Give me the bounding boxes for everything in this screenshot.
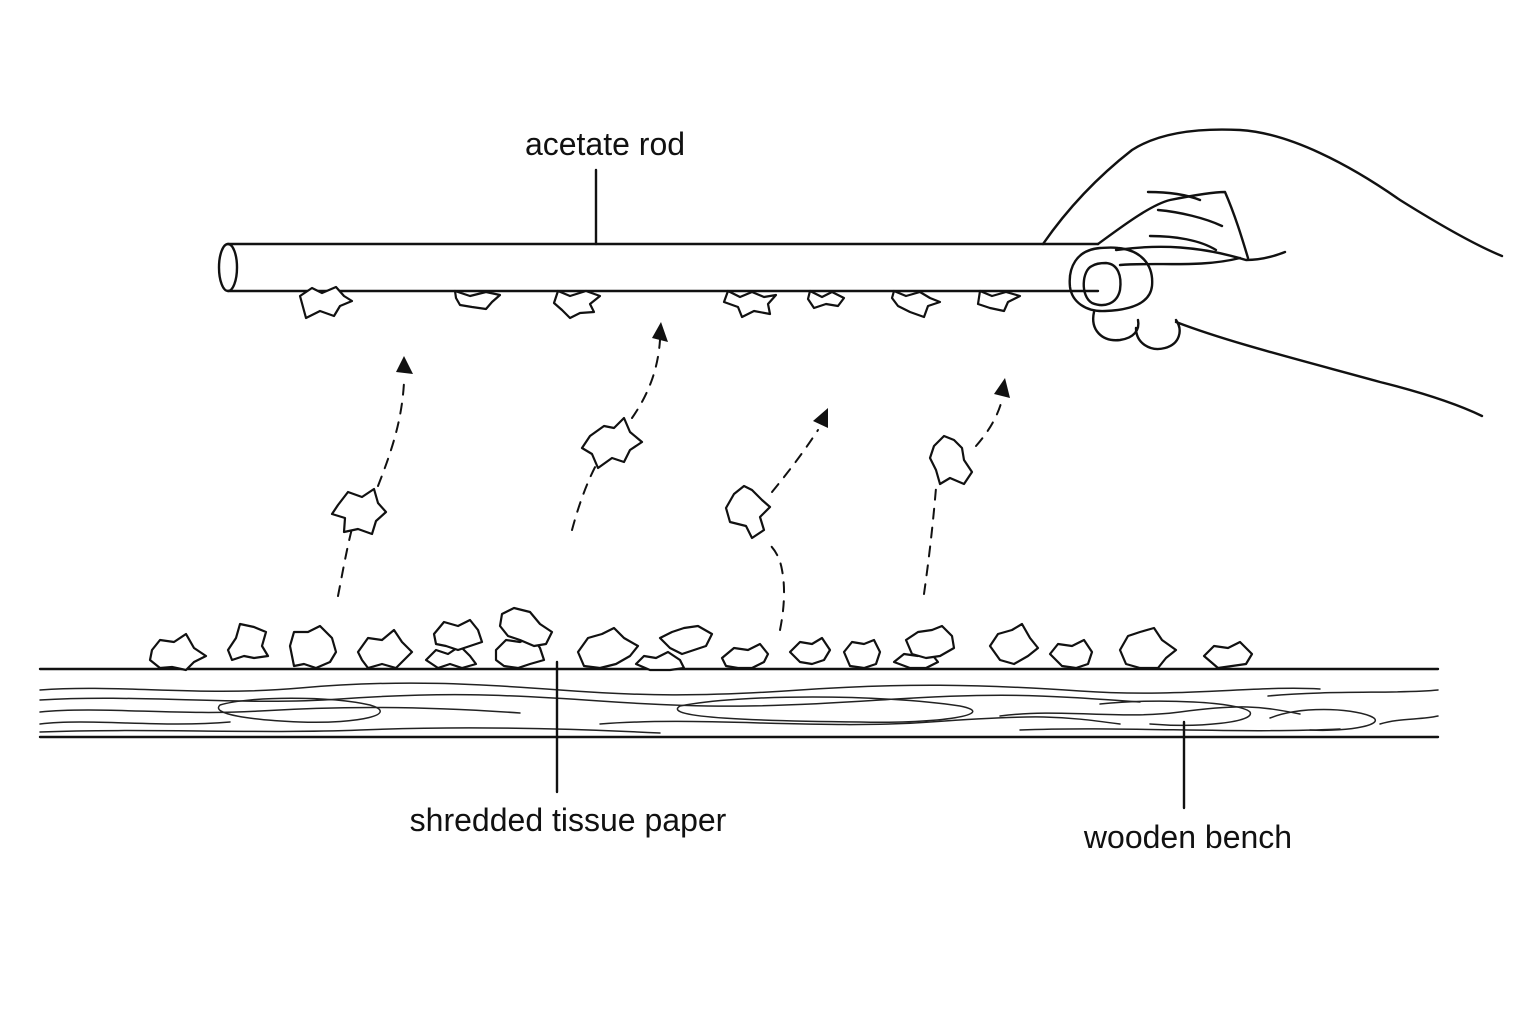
wooden-bench bbox=[38, 667, 1440, 739]
rod-scrap bbox=[552, 289, 602, 320]
arrow-head bbox=[652, 322, 668, 342]
tissue-scrap bbox=[988, 622, 1040, 666]
tissue-scrap bbox=[424, 644, 478, 670]
trajectory-2 bbox=[571, 322, 668, 531]
tissue-scrap bbox=[720, 642, 770, 670]
arrow-head bbox=[396, 356, 413, 374]
tissue-scrap bbox=[288, 624, 338, 670]
tissue-paper-pile bbox=[148, 606, 1254, 672]
bench-label: wooden bench bbox=[1083, 819, 1292, 855]
tissue-scrap-rising bbox=[724, 484, 772, 540]
tissue-scrap bbox=[498, 606, 554, 648]
tissue-scrap bbox=[634, 650, 686, 672]
wood-grain bbox=[39, 682, 1439, 734]
tissue-scrap-rising bbox=[330, 487, 388, 536]
tissue-scrap-rising bbox=[580, 416, 644, 470]
trajectory-3 bbox=[724, 408, 828, 631]
tissue-scrap bbox=[1048, 638, 1094, 670]
rod-end-cap bbox=[217, 242, 239, 293]
tissue-scrap bbox=[1202, 640, 1254, 670]
tissue-scrap bbox=[788, 636, 832, 666]
tissue-scrap bbox=[148, 632, 208, 672]
trajectory-1 bbox=[330, 356, 413, 597]
attraction-paths bbox=[330, 322, 1010, 631]
tissue-scrap bbox=[658, 624, 714, 656]
tissue-scrap bbox=[904, 624, 956, 660]
rod-scrap bbox=[453, 289, 502, 311]
tissue-scrap bbox=[356, 628, 414, 670]
rod-scrap bbox=[806, 289, 846, 310]
rod-scrap bbox=[298, 285, 354, 320]
tissue-scrap bbox=[1118, 626, 1178, 670]
rod-scrap bbox=[722, 289, 778, 319]
tissue-scrap bbox=[576, 626, 640, 670]
tissue-scrap bbox=[432, 618, 484, 652]
attached-tissue-scraps bbox=[298, 285, 1022, 320]
acetate-rod bbox=[217, 242, 1100, 293]
tissue-scrap-rising bbox=[928, 434, 974, 486]
tissue-scrap bbox=[842, 638, 882, 670]
hand bbox=[1041, 128, 1504, 418]
tissue-scrap bbox=[226, 622, 270, 662]
rod-scrap bbox=[976, 289, 1022, 313]
trajectory-4 bbox=[923, 378, 1010, 595]
paper-label: shredded tissue paper bbox=[410, 802, 727, 838]
arrow-head bbox=[994, 378, 1010, 398]
rod-label: acetate rod bbox=[525, 126, 685, 162]
rod-scrap bbox=[890, 289, 942, 319]
arrow-head bbox=[813, 408, 828, 428]
